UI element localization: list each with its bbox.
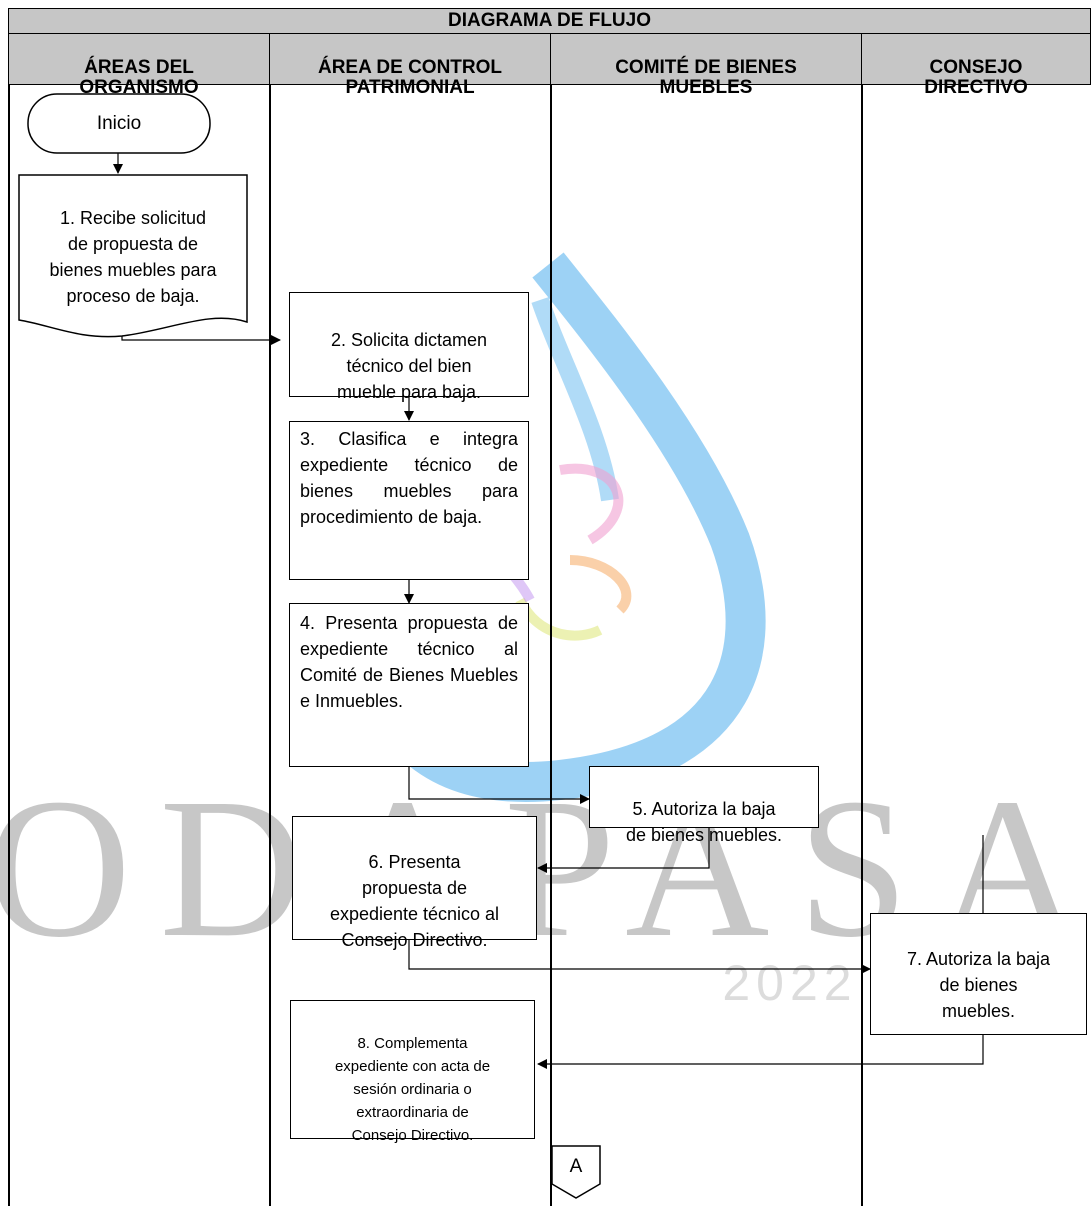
lane-label: ÁREAS DEL ORGANISMO [79, 57, 199, 98]
start-terminator-shape [27, 93, 211, 154]
lane-divider [861, 85, 863, 1206]
watermark-year: 2022 [722, 955, 857, 1011]
step4-label: 4. Presenta propuesta de expediente técn… [300, 613, 518, 711]
arrow-4-to-5 [408, 767, 590, 804]
step8-label: 8. Complementa expediente con acta de se… [334, 1035, 491, 1144]
step1-node: 1. Recibe solicitud de propuesta de bien… [24, 179, 242, 309]
lane-header-comite: COMITÉ DE BIENES MUEBLES [550, 33, 862, 98]
lane-label: ÁREA DE CONTROL PATRIMONIAL [317, 57, 503, 98]
start-node: Inicio [28, 94, 210, 153]
lane-label: CONSEJO DIRECTIVO [924, 57, 1028, 98]
step2-label: 2. Solicita dictamen técnico del bien mu… [330, 330, 488, 402]
lane-divider [8, 85, 10, 1206]
step1-label: 1. Recibe solicitud de propuesta de bien… [49, 208, 217, 306]
step7-node: 7. Autoriza la baja de bienes muebles. [870, 913, 1087, 1035]
step3-label: 3. Clasifica e integra expediente técnic… [300, 429, 518, 527]
step6-label: 6. Presenta propuesta de expediente técn… [329, 852, 500, 950]
lane-header-areas: ÁREAS DEL ORGANISMO [8, 33, 270, 98]
connector-label: A [569, 1156, 583, 1177]
watermark-drop [395, 252, 766, 802]
lane-divider [269, 85, 271, 1206]
diagram-title-text: DIAGRAMA DE FLUJO [447, 10, 652, 31]
lane-divider [550, 85, 552, 1206]
step2-node: 2. Solicita dictamen técnico del bien mu… [289, 292, 529, 402]
step4-node: 4. Presenta propuesta de expediente técn… [289, 603, 529, 767]
step3-node: 3. Clasifica e integra expediente técnic… [289, 421, 529, 580]
step5-label: 5. Autoriza la baja de bienes muebles. [625, 799, 783, 845]
diagram-title: DIAGRAMA DE FLUJO [8, 8, 1091, 34]
lane-header-control: ÁREA DE CONTROL PATRIMONIAL [269, 33, 551, 98]
step1-document-shape [18, 174, 248, 338]
lane-label: COMITÉ DE BIENES MUEBLES [615, 57, 797, 98]
step5-node: 5. Autoriza la baja de bienes muebles. [589, 766, 819, 845]
start-label: Inicio [96, 113, 142, 134]
arrow-5-to-6 [537, 827, 710, 873]
offpage-connector-A: A [552, 1150, 600, 1184]
arrow-7-to-8 [537, 835, 984, 1069]
step8-node: 8. Complementa expediente con acta de se… [290, 1000, 535, 1144]
step6-node: 6. Presenta propuesta de expediente técn… [292, 816, 537, 950]
offpage-connector-shape [551, 1145, 601, 1199]
lane-header-consejo: CONSEJO DIRECTIVO [861, 33, 1091, 98]
arrow-6-to-7 [408, 940, 871, 974]
step7-label: 7. Autoriza la baja de bienes muebles. [906, 949, 1051, 1021]
